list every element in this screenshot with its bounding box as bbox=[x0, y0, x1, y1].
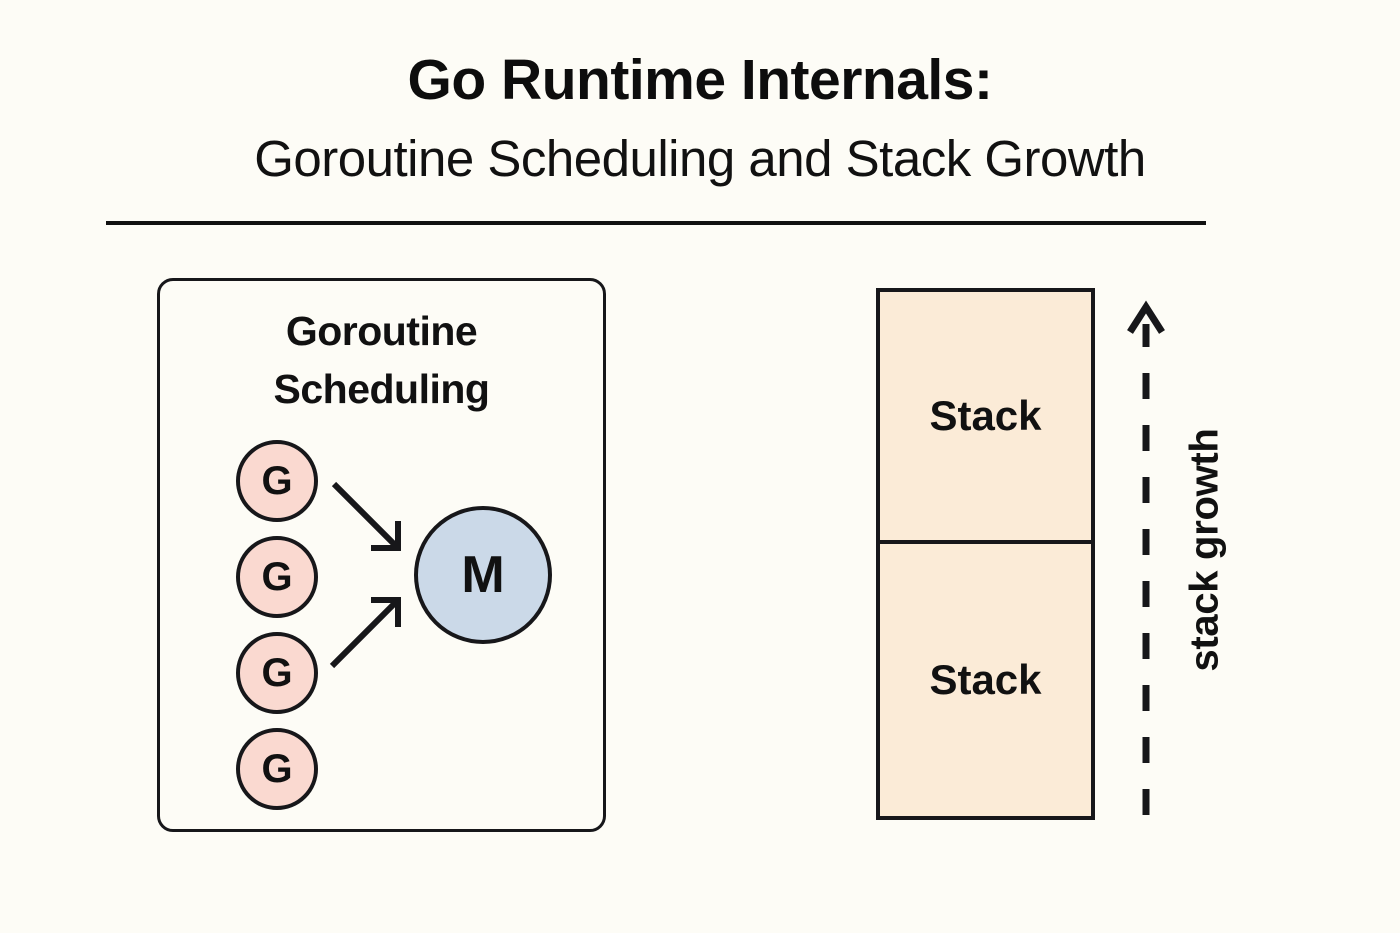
goroutine-node-1: G bbox=[236, 440, 318, 522]
goroutine-node-2: G bbox=[236, 536, 318, 618]
goroutine-node-3: G bbox=[236, 632, 318, 714]
goroutine-node-4: G bbox=[236, 728, 318, 810]
machine-thread-node: M bbox=[414, 506, 552, 644]
page-title-sub: Goroutine Scheduling and Stack Growth bbox=[254, 130, 1146, 187]
panel-title-line-2: Scheduling bbox=[273, 366, 490, 413]
arrowhead-up-icon bbox=[1127, 300, 1165, 334]
stack-growth-arrow bbox=[1127, 300, 1165, 815]
page-title-main: Go Runtime Internals: bbox=[407, 48, 993, 112]
stack-growth-label: stack growth bbox=[1182, 428, 1227, 672]
goroutine-scheduling-panel bbox=[157, 278, 606, 832]
stack-segment-lower: Stack bbox=[876, 542, 1095, 820]
stack-segment-upper: Stack bbox=[876, 288, 1095, 542]
goroutine-scheduling-panel-title: Goroutine Scheduling bbox=[157, 302, 606, 418]
panel-title-line-1: Goroutine bbox=[285, 308, 478, 354]
header-divider-rule bbox=[106, 221, 1206, 225]
